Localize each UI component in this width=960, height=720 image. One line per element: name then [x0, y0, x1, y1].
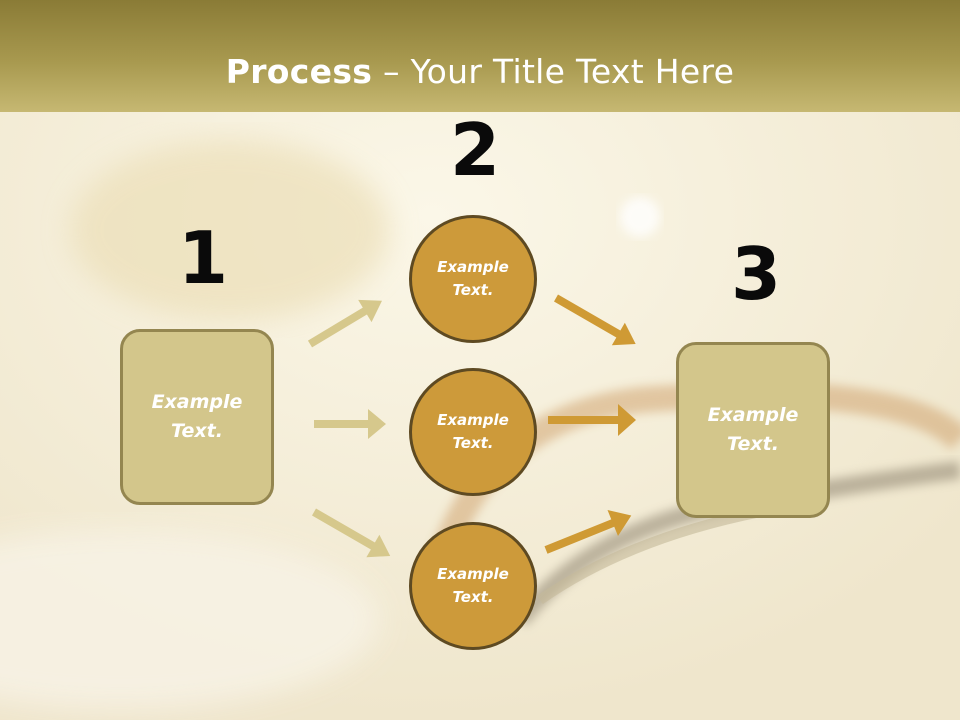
- step-2-circle-middle: Example Text.: [409, 368, 537, 496]
- step-number-1: 1: [178, 216, 229, 300]
- step-3-box: Example Text.: [676, 342, 830, 518]
- slide-title: Process – Your Title Text Here: [0, 52, 960, 91]
- arrow-1-to-2-middle: [314, 409, 386, 439]
- step-3-text: Example Text.: [707, 404, 799, 455]
- step-1-box: Example Text.: [120, 329, 274, 505]
- step-2-bottom-text: Example Text.: [437, 565, 509, 606]
- step-2-top-text: Example Text.: [437, 258, 509, 299]
- arrow-1-to-2-bottom: [312, 508, 391, 558]
- arrow-2-middle-to-3: [548, 404, 636, 436]
- arrow-2-bottom-to-3: [544, 510, 632, 554]
- step-2-circle-top: Example Text.: [409, 215, 537, 343]
- step-1-text: Example Text.: [151, 391, 243, 442]
- title-rest: – Your Title Text Here: [372, 52, 735, 91]
- title-bold: Process: [225, 52, 373, 91]
- title-bar: [0, 0, 960, 112]
- arrow-1-to-2-top: [307, 299, 383, 348]
- step-2-circle-bottom: Example Text.: [409, 522, 537, 650]
- step-number-3: 3: [731, 232, 782, 316]
- arrow-2-top-to-3: [554, 294, 636, 346]
- step-number-2: 2: [450, 108, 501, 192]
- step-2-middle-text: Example Text.: [437, 411, 509, 452]
